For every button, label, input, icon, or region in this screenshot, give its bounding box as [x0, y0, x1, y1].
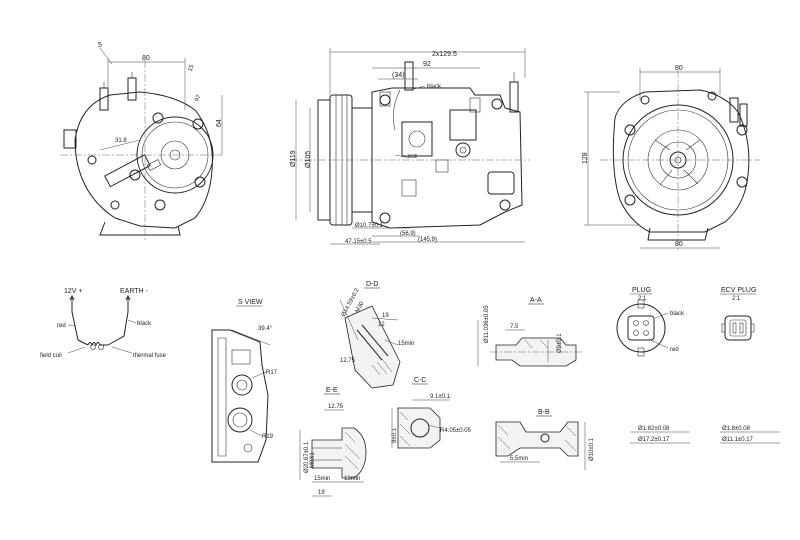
- dim-19-ee: 19: [318, 490, 325, 496]
- dim-80-left: 80: [142, 55, 150, 62]
- ecv-plug-scale: 2:1: [732, 296, 741, 302]
- dim-dia-105: Ø105: [305, 151, 312, 168]
- dim-9-1: 9.1±0.1: [430, 394, 451, 400]
- dim-47-15: 47.15±0.5: [345, 239, 372, 245]
- ecv-plug-detail: ECV PLUG 2:1 Ø1.8±0.08 Ø11.1±0.17: [720, 287, 780, 444]
- plug-scale: 2:1: [638, 296, 647, 302]
- dim-dia-20-67: Ø20.67±0.1: [304, 441, 310, 473]
- dim-r17: R17: [266, 370, 278, 376]
- dd-title: D-D: [366, 281, 378, 288]
- label-12v: 12V +: [64, 288, 83, 295]
- dim-80-right-top: 80: [675, 65, 683, 72]
- section-d-d: D-D Ø14.59±0.2 M30 19 12 15min 12.75: [339, 281, 414, 389]
- cc-title: C-C: [414, 377, 426, 384]
- plug-dim-17-2: Ø17.2±0.17: [638, 437, 670, 443]
- dim-r19: R19: [262, 434, 274, 440]
- label-red-wiring: red: [57, 323, 66, 329]
- wiring-schematic: 12V + EARTH - red black field coil therm…: [40, 288, 167, 359]
- dim-dia-10-7: Ø10.7±0.1: [355, 223, 384, 229]
- dim-dia-119: Ø119: [290, 150, 297, 167]
- section-e-e: E-E 12.75 Ø20.67±0.1 M8X1 15min 13min 19: [299, 387, 367, 497]
- dim-31-8: 31.8: [115, 138, 127, 144]
- dim-12-dd: 12: [378, 322, 385, 328]
- dim-m30: M30: [355, 300, 366, 314]
- ee-title: E-E: [326, 387, 338, 394]
- section-a-a: A-A Ø11.036±0.05 7.5 Ø9±0.1: [477, 297, 582, 367]
- center-view: 2x129.5 92 (34) black red Ø119 Ø105 Ø10.…: [290, 48, 530, 245]
- left-view: 80 5 15 97 64 31.8: [60, 42, 223, 240]
- aa-title: A-A: [530, 297, 542, 304]
- dim-5: 5: [98, 42, 102, 49]
- dim-r4-05: R4.05±0.05: [440, 428, 472, 434]
- dim-2x129-5: 2x129.5: [432, 51, 457, 58]
- bb-title: B-B: [538, 409, 550, 416]
- dim-145-9: (145.9): [418, 237, 437, 243]
- plug-detail: PLUG 2:1 black red Ø1.82±0.08 Ø17.2±0.17: [616, 287, 690, 444]
- plug-label-red: red: [670, 347, 679, 353]
- dim-39-4: 39.4°: [258, 326, 273, 332]
- ecv-dim-11-1: Ø11.1±0.17: [722, 437, 754, 443]
- dim-19-dd: 19: [382, 313, 389, 319]
- dim-97: 97: [194, 94, 203, 103]
- ecv-dim-1-8: Ø1.8±0.08: [722, 426, 751, 432]
- dim-dia-11-036: Ø11.036±0.05: [484, 305, 490, 343]
- dim-dia-9: Ø9±0.1: [557, 333, 563, 353]
- label-black-wiring: black: [137, 321, 152, 327]
- label-thermal-fuse: thermal fuse: [133, 353, 167, 359]
- right-view: 80 128 80: [582, 65, 760, 250]
- dim-56-9: (56.9): [400, 231, 416, 237]
- dim-13min-ee: 13min: [344, 476, 360, 482]
- dim-12-75-dd: 12.75: [340, 358, 356, 364]
- section-b-b: B-B Ø10±0.1 5.5min: [495, 409, 595, 470]
- plug-label-black: black: [670, 311, 685, 317]
- dim-15min-dd: 15min: [398, 341, 414, 347]
- s-view: S VIEW 39.4° R17 R19: [211, 299, 278, 463]
- plug-dim-1-82: Ø1.82±0.08: [638, 426, 670, 432]
- dim-15: 15: [188, 64, 196, 73]
- dim-34: (34): [392, 72, 404, 79]
- label-field-coil: field coil: [40, 353, 62, 359]
- dim-m8x1: M8X1: [310, 452, 316, 468]
- dim-7-5: 7.5: [510, 324, 519, 330]
- dim-128: 128: [582, 152, 589, 164]
- dim-dia-10: Ø10±0.1: [589, 437, 595, 461]
- s-view-title: S VIEW: [238, 299, 263, 306]
- dim-8: 8±0.1: [392, 427, 398, 443]
- label-red-center: red: [408, 154, 417, 160]
- dim-15min-ee: 15min: [314, 476, 330, 482]
- label-earth: EARTH -: [120, 288, 149, 295]
- dim-80-right-bottom: 80: [675, 241, 683, 248]
- dim-12-75-ee: 12.75: [328, 404, 344, 410]
- dim-5-5: 5.5min: [510, 456, 528, 462]
- dim-64: 64: [216, 119, 223, 127]
- section-c-c: C-C 9.1±0.1 R4.05±0.05 8±0.1: [391, 377, 472, 449]
- dim-92: 92: [423, 61, 431, 68]
- ecv-plug-title: ECV PLUG: [721, 287, 756, 294]
- label-black-center: black: [427, 84, 442, 90]
- plug-title: PLUG: [632, 287, 651, 294]
